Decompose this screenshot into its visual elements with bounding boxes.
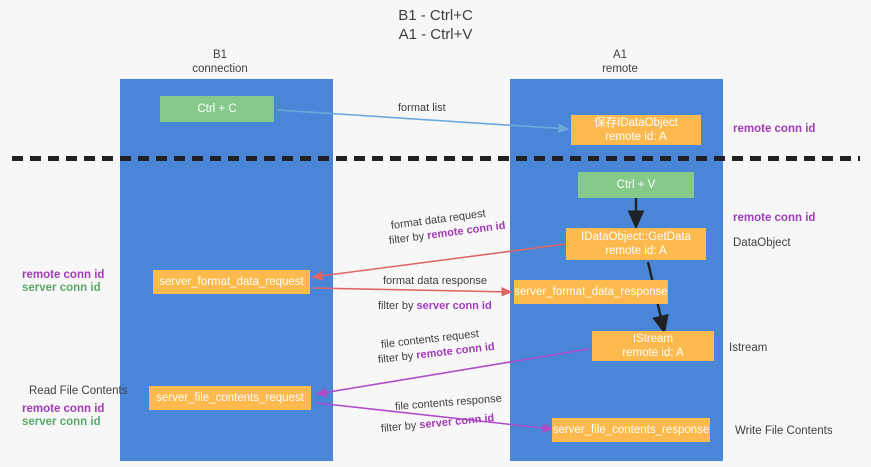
node-server-format-data-response: server_format_data_response: [514, 280, 668, 304]
filter-by-prefix-4: filter by: [380, 419, 420, 435]
right-label-write-file-contents: Write File Contents: [735, 425, 833, 437]
edge-label-filter-by-server-conn-id-2: filter by server conn id: [380, 411, 495, 436]
column-header-b1-sub: connection: [192, 63, 248, 75]
right-label-dataobject: DataObject: [733, 237, 791, 249]
node-istream-line2: remote id: A: [622, 347, 684, 359]
edge-label-format-data-response: format data response: [383, 275, 487, 287]
node-save-idataobject-line2: remote id: A: [605, 131, 667, 143]
left-label-read-file-contents: Read File Contents: [29, 385, 128, 397]
column-header-a1-sub: remote: [602, 63, 638, 75]
node-idataobject-getdata-line1: IDataObject::GetData: [581, 231, 691, 243]
node-ctrl-v-label: Ctrl + V: [616, 179, 656, 191]
column-header-b1: B1 connection: [150, 48, 290, 76]
filter-by-key-4: server conn id: [418, 412, 495, 432]
node-istream-line1: IStream: [632, 333, 674, 345]
filter-by-key-2: server conn id: [416, 300, 492, 312]
right-label-istream: Istream: [729, 342, 768, 354]
node-ctrl-c: Ctrl + C: [160, 96, 274, 122]
filter-by-prefix-1: filter by: [388, 230, 428, 247]
edge-label-format-list: format list: [398, 102, 446, 114]
edge-label-file-contents-response: file contents response: [394, 392, 503, 413]
node-server-file-contents-response: server_file_contents_response: [552, 418, 710, 442]
left-label-remote-conn-id: remote conn id: [22, 269, 105, 281]
left-label-remote-conn-id-2: remote conn id: [22, 403, 105, 415]
left-label-server-conn-id: server conn id: [22, 282, 101, 294]
node-ctrl-v: Ctrl + V: [578, 172, 694, 198]
title-line-1: B1 - Ctrl+C: [398, 7, 473, 24]
diagram-title: B1 - Ctrl+C A1 - Ctrl+V: [0, 6, 871, 44]
node-ctrl-c-label: Ctrl + C: [197, 103, 237, 115]
filter-by-prefix-3: filter by: [377, 349, 417, 366]
node-server-format-data-request: server_format_data_request: [153, 270, 310, 294]
node-server-file-contents-response-label: server_file_contents_response: [552, 424, 710, 436]
filter-by-prefix-2: filter by: [378, 300, 417, 312]
node-save-idataobject: 保存IDataObject remote id: A: [571, 115, 701, 145]
edge-label-filter-by-server-conn-id-1: filter by server conn id: [378, 299, 492, 313]
right-label-remote-conn-id-top: remote conn id: [733, 123, 816, 135]
title-line-2: A1 - Ctrl+V: [398, 26, 473, 43]
left-label-server-conn-id-2: server conn id: [22, 416, 101, 428]
column-header-a1-name: A1: [612, 49, 628, 61]
node-save-idataobject-line1: 保存IDataObject: [594, 117, 678, 129]
node-idataobject-getdata-line2: remote id: A: [605, 245, 667, 257]
column-header-a1: A1 remote: [550, 48, 690, 76]
node-server-file-contents-request-label: server_file_contents_request: [156, 392, 304, 404]
column-header-b1-name: B1: [212, 49, 228, 61]
node-server-file-contents-request: server_file_contents_request: [149, 386, 311, 410]
node-istream: IStream remote id: A: [592, 331, 714, 361]
node-server-format-data-request-label: server_format_data_request: [159, 276, 304, 288]
node-idataobject-getdata: IDataObject::GetData remote id: A: [566, 228, 706, 260]
node-server-format-data-response-label: server_format_data_response: [514, 286, 668, 298]
right-label-remote-conn-id-mid: remote conn id: [733, 212, 816, 224]
